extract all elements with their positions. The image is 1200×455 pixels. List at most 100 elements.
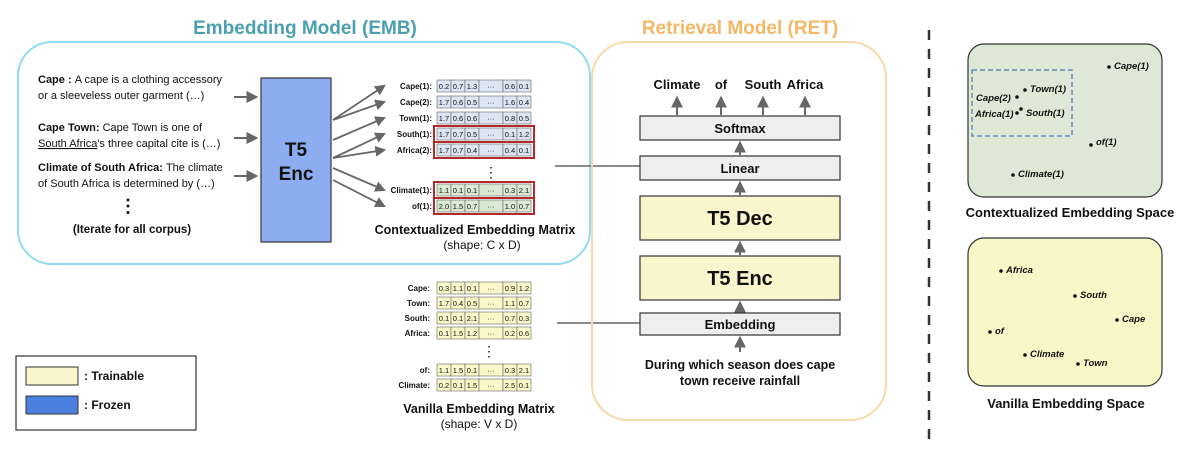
matrix-cell-value: 0.7	[453, 130, 463, 139]
ctx-space-cluster	[971, 69, 1073, 137]
matrix-row-label: Town:	[407, 299, 430, 308]
ret-title: Retrieval Model (RET)	[642, 18, 838, 39]
matrix-cell-value: ···	[487, 299, 495, 308]
output-arrows	[671, 95, 811, 115]
point-marker	[1023, 353, 1027, 357]
matrix-row-highlight	[433, 197, 535, 215]
matrix-cell-value: 0.6	[505, 82, 515, 91]
matrix-row-label: South(1):	[397, 130, 432, 139]
point-label: Cape	[1122, 314, 1146, 325]
matrix-cell-value: 1.7	[439, 98, 449, 107]
matrix-cell-value: 1.1	[439, 186, 449, 195]
matrix-cell-value: 1.7	[439, 130, 449, 139]
matrix-cell-value: 1.3	[467, 82, 477, 91]
point-marker	[1076, 362, 1080, 366]
point-marker	[988, 330, 992, 334]
matrix-cell-value: ···	[487, 114, 495, 123]
matrix-cell-value: 0.1	[439, 314, 449, 323]
matrix-row-label: Africa(2):	[397, 146, 432, 155]
matrix-cell-value: 1.1	[505, 299, 515, 308]
matrix-cell-value: 0.1	[519, 381, 529, 390]
embedding-label: Embedding	[705, 317, 776, 332]
matrix-cell-value: 1.0	[505, 202, 515, 211]
ctx-matrix-shape: (shape: C x D)	[443, 238, 520, 252]
doc-text-span: South Africa	[38, 138, 98, 150]
doc-text-span: or a sleeveless outer garment (…)	[38, 90, 204, 102]
t5-encoder-box	[639, 255, 841, 301]
matrix-cell-value: ···	[487, 329, 495, 338]
encoder-to-row-arrow	[332, 116, 386, 141]
matrix-cell-value: ···	[487, 381, 495, 390]
matrix-cell-value: 0.1	[453, 186, 463, 195]
matrix-cell-value: 0.4	[505, 146, 515, 155]
ret-panel	[591, 41, 887, 421]
point-marker	[999, 269, 1003, 273]
linear-label: Linear	[720, 161, 759, 176]
query-line2: town receive rainfall	[680, 374, 800, 388]
point-label: of	[995, 326, 1005, 337]
matrix-cell	[516, 127, 532, 141]
matrix-cell-value: 0.6	[453, 98, 463, 107]
matrix-cell-value: 0.4	[467, 146, 477, 155]
ctx-space-points: Cape(1) Town(1) Cape(2) Africa(1) South(…	[974, 61, 1149, 180]
matrix-cell-value: 0.2	[439, 381, 449, 390]
point-marker	[1019, 107, 1023, 111]
doc-text-span: The climate	[166, 162, 223, 174]
point-label: Town	[1083, 358, 1108, 369]
matrix-cell-value: 1.1	[453, 284, 463, 293]
doc-text-span: of South Africa is determined by (…)	[38, 178, 215, 190]
matrix-cell-value: 2.1	[519, 366, 529, 375]
matrix-cell-value: 0.4	[519, 98, 529, 107]
ellipsis-docs: ⋮	[119, 196, 137, 216]
matrix-cell-value: 2.1	[467, 314, 477, 323]
matrix-cell-value: 1.1	[439, 366, 449, 375]
matrix-row-highlight	[433, 141, 535, 159]
matrix-cell-value: 2.1	[519, 186, 529, 195]
point-marker	[1011, 173, 1015, 177]
matrix-cell-value: 0.1	[505, 130, 515, 139]
vanilla-space-points: Africa South Cape of Climate Town	[988, 265, 1146, 369]
matrix-cell	[516, 143, 532, 157]
matrix-cell-value: 0.3	[505, 366, 515, 375]
matrix-cell-value: 0.3	[505, 186, 515, 195]
matrix-cell	[516, 363, 532, 377]
legend-trainable-label: : Trainable	[84, 369, 144, 383]
t5-encoder-label: T5 Enc	[707, 268, 773, 290]
point-marker	[1107, 65, 1111, 69]
vanilla-space-title: Vanilla Embedding Space	[987, 396, 1145, 411]
matrix-cell-value: ···	[487, 146, 495, 155]
matrix-row-label: Town(1):	[399, 114, 432, 123]
encoder-output-arrows	[332, 84, 387, 207]
matrix-cell-value: 0.9	[505, 284, 515, 293]
matrix-cell-value: 0.5	[467, 98, 477, 107]
t5-decoder-box	[639, 195, 841, 241]
matrix-cell-value: ···	[487, 202, 495, 211]
matrix-cell	[516, 111, 532, 125]
van-matrix-shape: (shape: V x D)	[441, 417, 518, 431]
matrix-cell-value: ···	[487, 314, 495, 323]
matrix-cell	[516, 311, 532, 325]
point-marker	[1089, 143, 1093, 147]
matrix-cell-value: ···	[487, 130, 495, 139]
encoder-to-row-arrow	[332, 84, 386, 121]
matrix-cell	[516, 296, 532, 310]
point-label: Africa	[1005, 265, 1033, 276]
matrix-cell-value: 2.0	[439, 202, 449, 211]
point-label: Africa(1)	[974, 109, 1014, 120]
query-line1: During which season does cape	[645, 358, 835, 372]
matrix-cell-value: 0.7	[519, 202, 529, 211]
matrix-cell-value: 1.2	[519, 284, 529, 293]
matrix-cell-value: 1.5	[453, 329, 463, 338]
matrix-cell-value: 0.3	[519, 314, 529, 323]
matrix-row-label: of(1):	[412, 202, 432, 211]
van-matrix-title: Vanilla Embedding Matrix	[403, 402, 554, 416]
softmax-label: Softmax	[714, 121, 766, 136]
matrix-cell-value: 0.1	[439, 329, 449, 338]
legend-frozen-label: : Frozen	[84, 398, 131, 412]
encoder-to-row-arrow	[332, 146, 387, 159]
matrix-cell-value: 0.3	[439, 284, 449, 293]
